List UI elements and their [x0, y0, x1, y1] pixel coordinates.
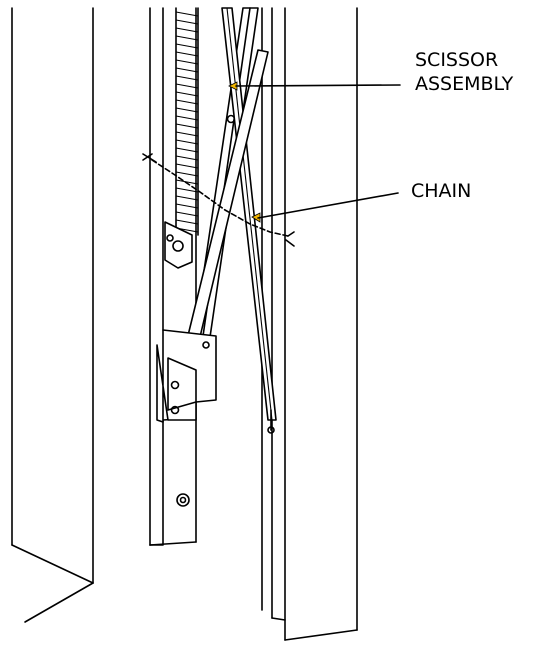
lower-hinge-bracket [156, 329, 217, 423]
spring-bracket [164, 221, 193, 269]
left-door-panel [11, 7, 94, 623]
chain [142, 153, 295, 434]
scissor-arm-lower [181, 49, 269, 363]
chain-leader-line [257, 192, 399, 219]
right-post [261, 7, 358, 641]
scissor-leader-line [235, 84, 401, 87]
scissor-arm-secondary [221, 7, 277, 421]
post-bolt [176, 493, 190, 507]
scissor-label-line2: ASSEMBLY [415, 73, 514, 95]
left-post [149, 7, 197, 546]
extension-spring [175, 7, 199, 251]
scissor-label-line1: SCISSOR [415, 49, 498, 71]
chain-label: CHAIN [411, 180, 471, 202]
